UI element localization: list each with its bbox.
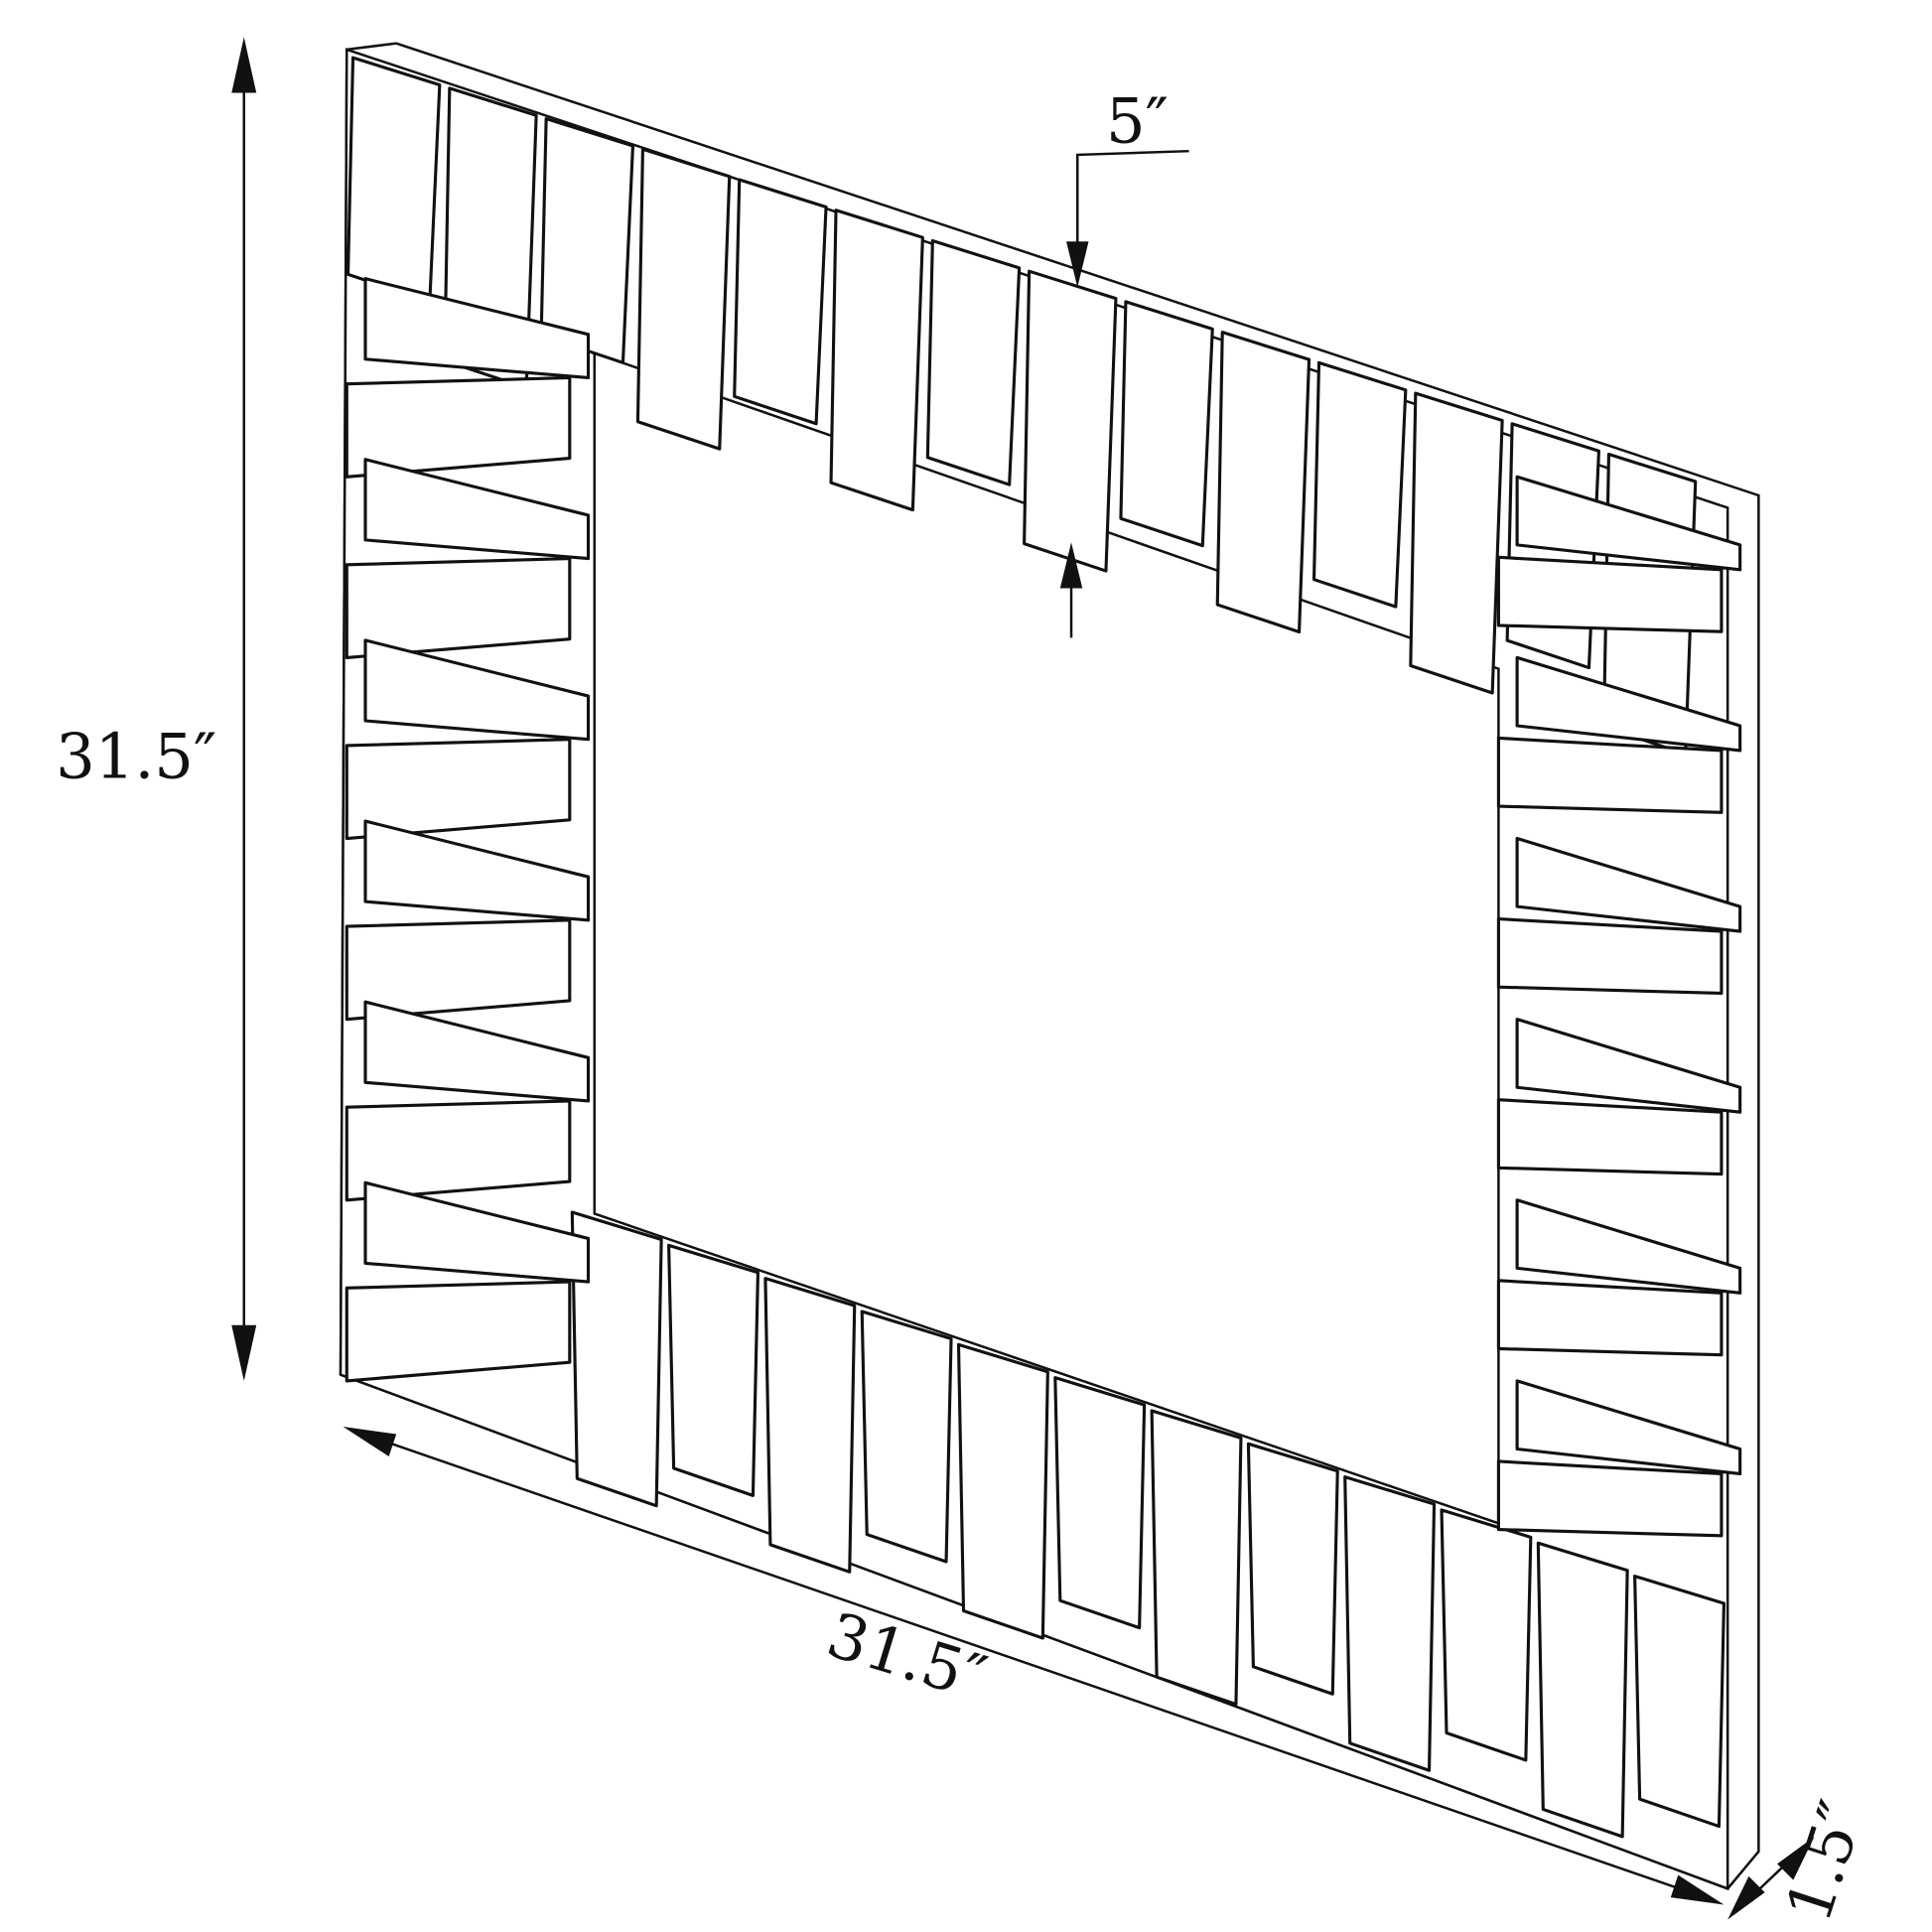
mirror-tile — [363, 277, 591, 380]
mirror-tile — [956, 1342, 1049, 1640]
mirror-tile — [1409, 391, 1504, 695]
arrowhead-up — [1059, 542, 1083, 589]
mirror-tile — [1633, 1575, 1725, 1829]
mirror-tile — [363, 638, 591, 742]
mirror-tile — [1515, 836, 1742, 933]
mirror-tile — [363, 1180, 591, 1284]
mirror-tile — [1496, 736, 1724, 814]
arrowhead-down — [1066, 241, 1089, 288]
mirror-tile — [345, 1280, 572, 1383]
frame-width-label: 5″ — [1106, 84, 1169, 157]
mirror-tile — [1053, 1376, 1147, 1630]
mirror-tile — [1536, 1541, 1629, 1839]
arrowhead-up — [231, 37, 257, 93]
depth-label: 1.5″ — [1772, 1792, 1878, 1930]
mirror-tile — [1311, 360, 1408, 609]
mirror-tile — [1496, 1279, 1724, 1357]
mirror-tile — [363, 819, 591, 922]
mirror-tile — [667, 1243, 759, 1497]
mirror-tile — [1496, 917, 1724, 996]
mirror-tile — [1215, 331, 1311, 634]
mirror-tile — [1515, 1018, 1742, 1114]
mirror-tile — [1150, 1409, 1243, 1707]
mirror-tile — [860, 1310, 953, 1564]
height-label: 31.5″ — [56, 720, 216, 792]
mirror-tile — [1246, 1442, 1339, 1696]
width-label: 31.5″ — [819, 1598, 994, 1715]
mirror-tile — [1496, 555, 1724, 633]
mirror-tile — [925, 238, 1022, 486]
mirror-tile — [1515, 1379, 1742, 1476]
mirror-tile — [763, 1277, 857, 1574]
mirror-tile — [570, 1210, 663, 1508]
mirror-tile — [635, 147, 732, 451]
arrowhead-right — [1670, 1874, 1725, 1905]
mirror-tile — [363, 458, 591, 561]
arrowhead-depth-high — [1777, 1836, 1815, 1880]
mirror-tile — [345, 1099, 572, 1202]
mirror-tile — [345, 738, 572, 841]
mirror-tile — [1515, 475, 1742, 572]
mirror-tile — [733, 178, 828, 426]
mirror-tile — [1515, 1198, 1742, 1295]
arrowhead-down — [231, 1324, 257, 1381]
mirror-tile — [1496, 1459, 1724, 1538]
mirror-tile — [829, 208, 924, 512]
mirror-tile — [363, 1000, 591, 1103]
mirror-tile — [1440, 1508, 1533, 1762]
arrowhead-depth-low — [1727, 1875, 1765, 1920]
mirror-tile — [345, 918, 572, 1022]
mirror-tile — [345, 557, 572, 659]
faceted-mirror-tiles — [345, 56, 1742, 1839]
mirror-tile — [1023, 269, 1118, 573]
mirror-tile — [1119, 300, 1214, 548]
mirror-tile — [1343, 1475, 1437, 1772]
arrowhead-left — [343, 1427, 397, 1456]
mirror-tile — [1515, 655, 1742, 753]
mirror-tile — [345, 375, 572, 479]
mirror-tile — [345, 56, 442, 304]
height-dimension: 31.5″ — [56, 37, 257, 1381]
mirror-tile — [1496, 1098, 1724, 1176]
frame-width-dimension: 5″ — [1059, 84, 1189, 638]
mirror-tile — [539, 116, 634, 364]
